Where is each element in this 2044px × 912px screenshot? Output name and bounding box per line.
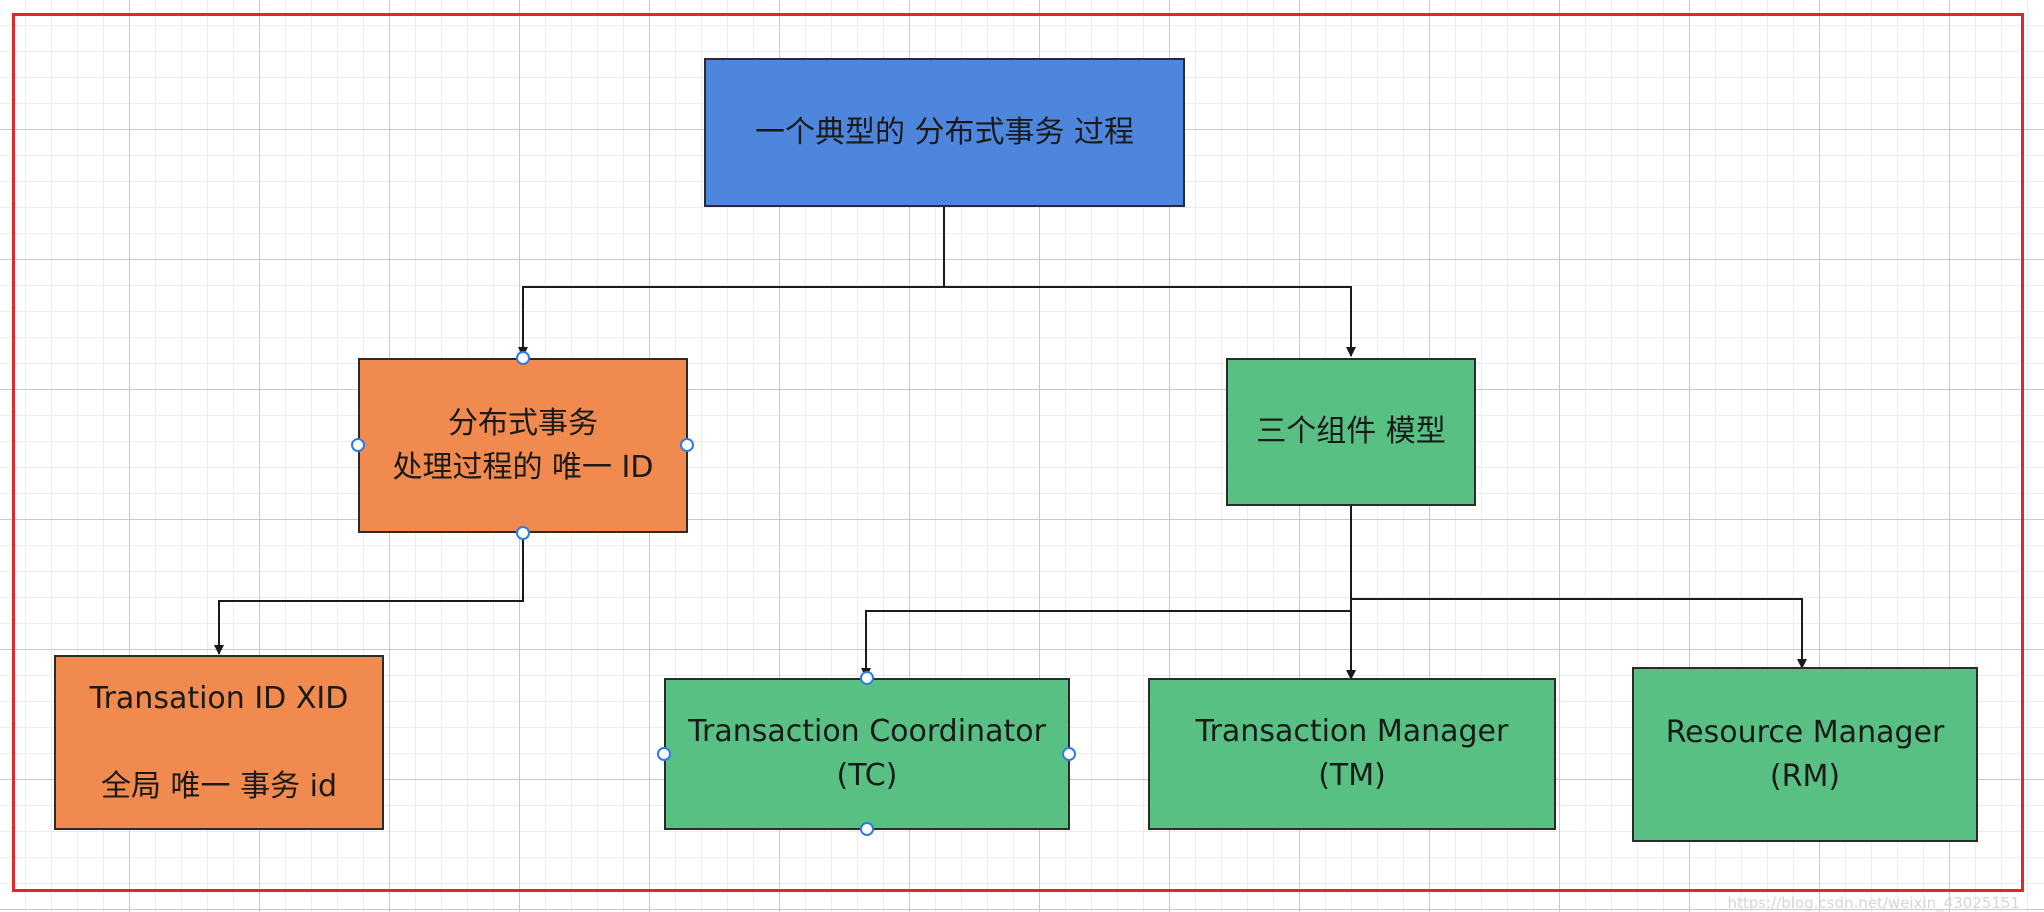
edge-root-to-xid-concept[interactable] — [518, 207, 945, 357]
tc-handle-right[interactable] — [1062, 747, 1076, 761]
xid-concept-handle-left[interactable] — [351, 438, 365, 452]
tc-handle-top[interactable] — [860, 671, 874, 685]
tc-handle-bottom[interactable] — [860, 822, 874, 836]
node-xid-line-1: Transation ID XID — [89, 680, 349, 716]
selection-frame — [12, 13, 2024, 892]
edge-xid-concept-to-xid[interactable] — [214, 533, 524, 655]
edge-components-to-rm[interactable] — [1351, 598, 1807, 669]
xid-concept-handle-bottom[interactable] — [516, 526, 530, 540]
node-xid-line-2: 全局 唯一 事务 id — [101, 768, 337, 804]
node-xid-concept[interactable]: 分布式事务 处理过程的 唯一 ID — [358, 358, 688, 533]
node-tc-line-1: Transaction Coordinator — [688, 714, 1046, 749]
node-xid-concept-line-1: 分布式事务 — [448, 405, 598, 441]
node-tc-line-2: (TC) — [836, 758, 898, 793]
node-components-line-1: 三个组件 模型 — [1256, 414, 1446, 449]
node-tm[interactable]: Transaction Manager (TM) — [1148, 678, 1556, 830]
node-xid[interactable]: Transation ID XID 全局 唯一 事务 id — [54, 655, 384, 830]
node-tc[interactable]: Transaction Coordinator (TC) — [664, 678, 1070, 830]
node-tm-line-2: (TM) — [1318, 758, 1386, 793]
node-rm-line-2: (RM) — [1769, 758, 1841, 794]
xid-concept-handle-top[interactable] — [516, 351, 530, 365]
edge-components-to-tc[interactable] — [861, 610, 1351, 678]
node-tm-line-1: Transaction Manager — [1195, 714, 1509, 749]
node-components[interactable]: 三个组件 模型 — [1226, 358, 1476, 506]
node-rm[interactable]: Resource Manager (RM) — [1632, 667, 1978, 842]
watermark-text: https://blog.csdn.net/weixin_43025151 — [1727, 894, 2020, 912]
node-root-line-1: 一个典型的 分布式事务 过程 — [754, 114, 1135, 150]
edge-root-to-components[interactable] — [944, 286, 1356, 357]
node-rm-line-1: Resource Manager — [1665, 714, 1945, 750]
node-root[interactable]: 一个典型的 分布式事务 过程 — [704, 58, 1185, 207]
xid-concept-handle-right[interactable] — [680, 438, 694, 452]
node-xid-concept-line-2: 处理过程的 唯一 ID — [392, 449, 654, 485]
tc-handle-left[interactable] — [657, 747, 671, 761]
